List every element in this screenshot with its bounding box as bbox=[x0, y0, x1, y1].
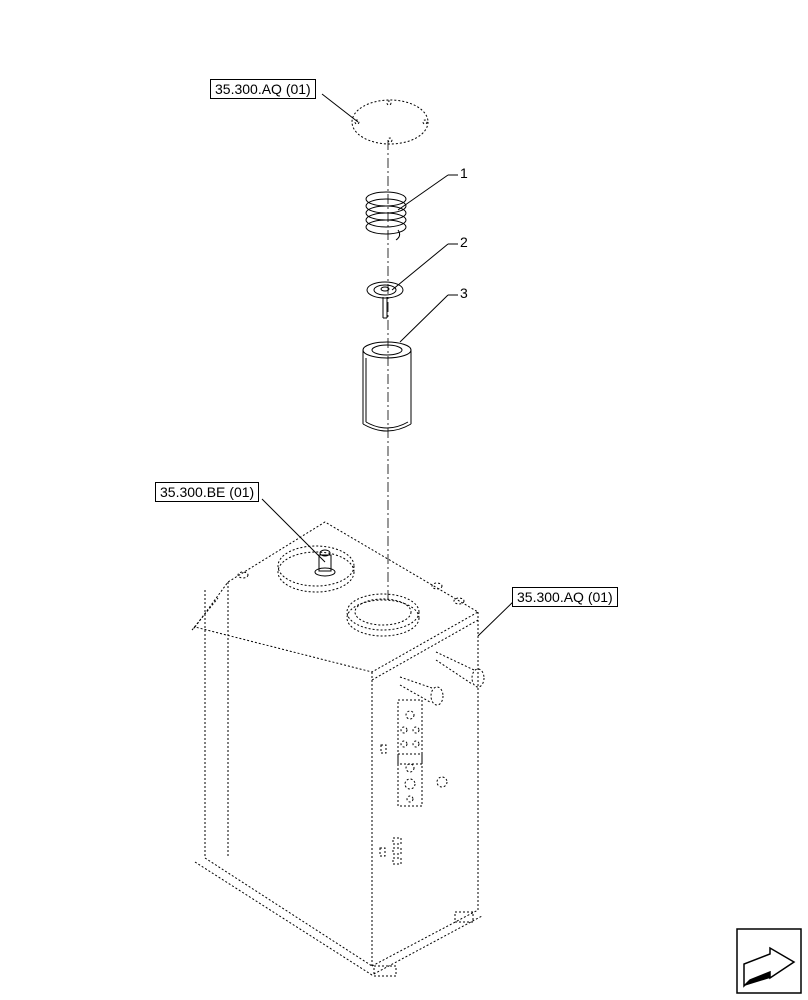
leader-ref-top bbox=[321, 93, 359, 123]
callout-filter: 3 bbox=[460, 285, 468, 301]
cover-plate bbox=[351, 99, 429, 145]
filter-element bbox=[362, 341, 412, 432]
callout-spring: 1 bbox=[460, 165, 468, 181]
valve-part bbox=[366, 281, 404, 319]
leader-ref-tank bbox=[477, 597, 518, 637]
hydraulic-tank bbox=[191, 521, 485, 977]
ref-label-tank[interactable]: 35.300.AQ (01) bbox=[512, 587, 618, 607]
breather-fitting bbox=[314, 549, 336, 577]
arrow-forward-icon[interactable] bbox=[736, 928, 802, 994]
callout-valve: 2 bbox=[460, 234, 468, 250]
leader-spring bbox=[397, 174, 449, 211]
ref-label-top-cover[interactable]: 35.300.AQ (01) bbox=[210, 79, 316, 99]
ref-label-breather[interactable]: 35.300.BE (01) bbox=[155, 482, 260, 502]
leader-filter bbox=[399, 294, 449, 343]
leader-ref-breather bbox=[261, 498, 326, 563]
leader-valve bbox=[391, 243, 449, 291]
spring-part bbox=[365, 191, 407, 241]
